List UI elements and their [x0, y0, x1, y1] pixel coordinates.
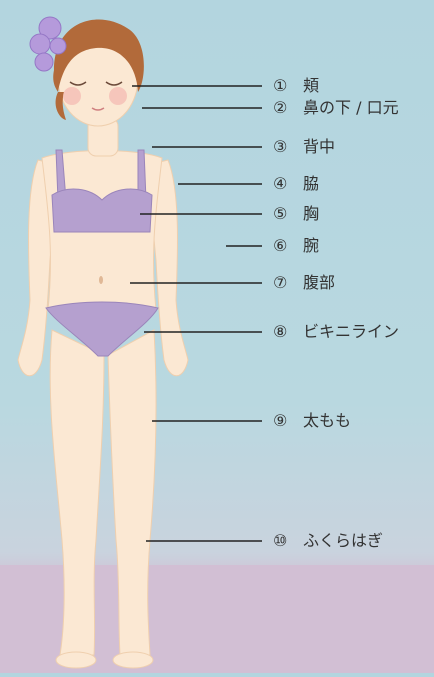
label-number: ④ [273, 174, 299, 194]
label-text: 背中 [303, 137, 335, 156]
label-text: ふくらはぎ [303, 531, 383, 550]
label-text: 鼻の下 / 口元 [303, 98, 399, 117]
label-number: ⑨ [273, 411, 299, 431]
label-text: 頬 [303, 76, 319, 95]
label-text: 脇 [303, 174, 319, 193]
label-number: ⑧ [273, 322, 299, 342]
label-number: ⑦ [273, 273, 299, 293]
label-text: 腹部 [303, 273, 335, 292]
navel [99, 276, 103, 284]
label-number: ③ [273, 137, 299, 157]
label-text: 腕 [303, 236, 319, 255]
head [53, 19, 144, 126]
label-text: ビキニライン [303, 322, 399, 341]
label-number: ② [273, 98, 299, 118]
label-text: 太もも [303, 411, 351, 430]
label-number: ⑥ [273, 236, 299, 256]
label-number: ⑩ [273, 531, 299, 551]
label-number: ⑤ [273, 204, 299, 224]
label-text: 胸 [303, 204, 319, 223]
label-number: ① [273, 76, 299, 96]
